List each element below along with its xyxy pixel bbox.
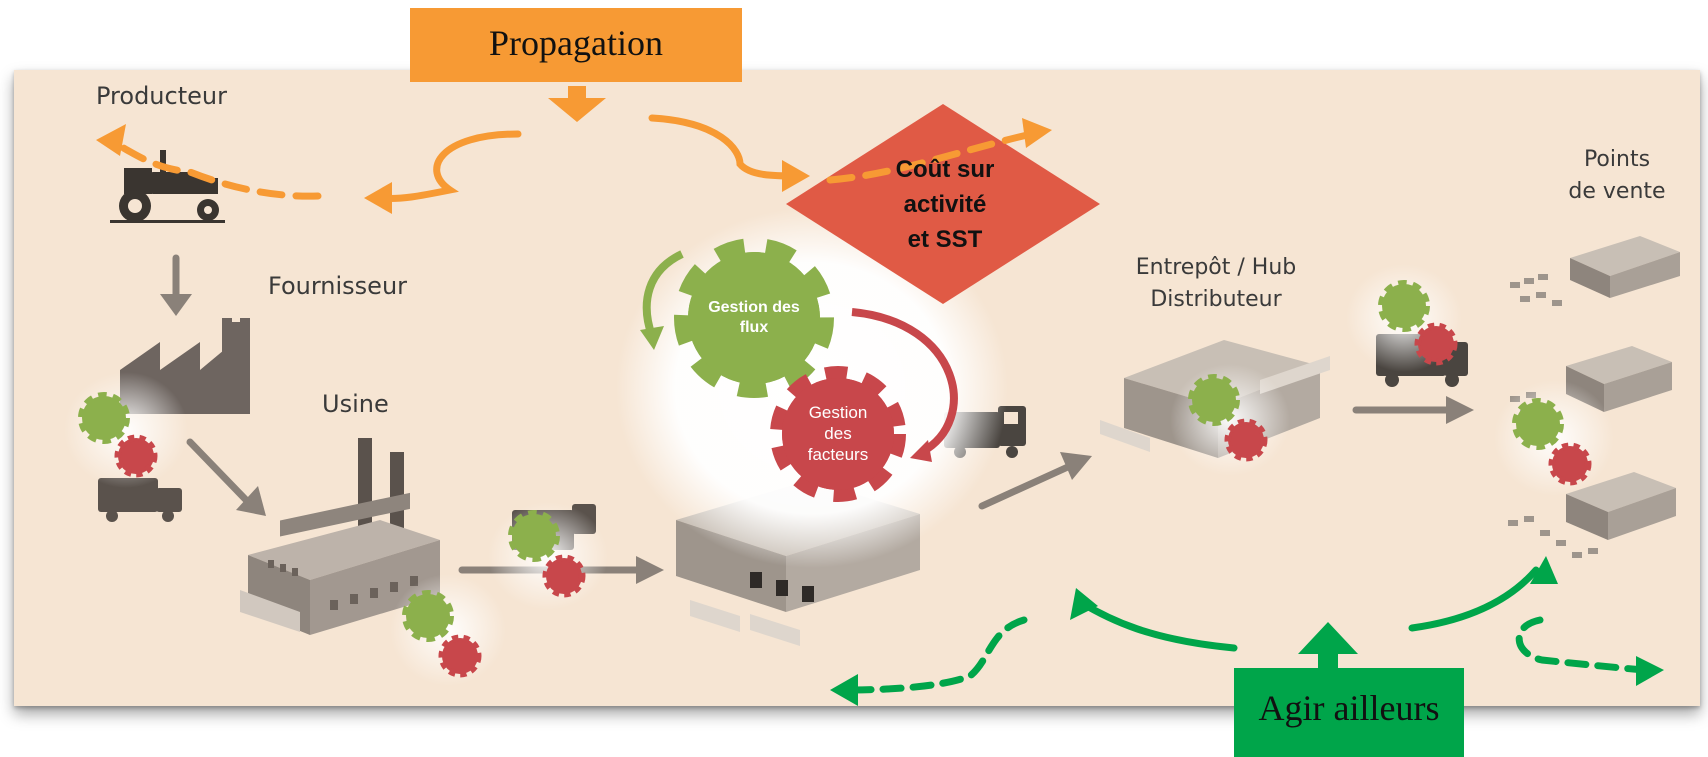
label-points-line1: Points xyxy=(1583,147,1651,172)
small-gears-points xyxy=(1512,398,1592,486)
agir-up-arrow xyxy=(1298,622,1358,672)
propagation-arrowheads xyxy=(96,86,1052,214)
propagation-down-arrow xyxy=(548,86,606,122)
label-entrepot-line2: Distributeur xyxy=(1150,287,1282,312)
gear-flux-line2: flux xyxy=(739,319,769,336)
agir-ailleurs-callout: Agir ailleurs xyxy=(1234,668,1464,757)
cost-label: Coût sur activité et SST xyxy=(870,152,1020,257)
cost-line2: activité xyxy=(903,191,987,218)
gear-facteurs-line1: Gestion xyxy=(808,403,868,422)
arrow-center-to-entrepot xyxy=(978,462,1074,510)
truck-icon-left xyxy=(98,478,182,522)
green-cycle-arrow xyxy=(642,250,684,338)
agir-arrow-right xyxy=(1408,566,1540,632)
gear-facteurs-line2: des xyxy=(824,424,852,443)
label-entrepot-line1: Entrepôt / Hub xyxy=(1135,255,1297,280)
agir-arrow-dashed-right xyxy=(1515,616,1648,674)
small-gears-hub-transport xyxy=(1378,280,1458,366)
label-points-de-vente: Points de vente xyxy=(1552,144,1682,208)
red-cycle-arrow xyxy=(851,308,958,456)
arrow-head-down xyxy=(160,294,192,316)
store-icon-bottom xyxy=(1566,472,1676,540)
arrow-head-entrepot xyxy=(1060,452,1092,480)
small-gears-fournisseur xyxy=(78,392,158,478)
propagation-arrow-right xyxy=(648,114,802,180)
label-fournisseur: Fournisseur xyxy=(268,272,408,300)
gear-facteurs-label: Gestion des facteurs xyxy=(786,402,890,465)
agir-arrow-left xyxy=(1076,598,1238,652)
propagation-arrow-left xyxy=(376,130,522,202)
gear-flux-label: Gestion des flux xyxy=(690,298,818,338)
small-gears-hub xyxy=(1188,374,1268,462)
factory-icon xyxy=(240,438,440,635)
arrow-head-points xyxy=(1446,396,1474,424)
label-producteur: Producteur xyxy=(96,82,227,110)
agir-arrow-dashed-left xyxy=(842,616,1028,694)
gear-facteurs-line3: facteurs xyxy=(807,445,869,464)
cost-line3: et SST xyxy=(907,226,983,253)
flow-arrows xyxy=(160,254,1474,584)
propagation-arrow-dashed-left xyxy=(108,138,322,200)
small-gears-usine xyxy=(402,590,482,678)
cost-diamond-shape xyxy=(786,104,1100,304)
green-cycle-arrowhead xyxy=(640,326,664,350)
arrow-head-center xyxy=(636,556,664,584)
cost-line1: Coût sur xyxy=(895,156,995,183)
tractor-icon xyxy=(110,150,225,223)
agir-arrowheads xyxy=(830,556,1664,706)
big-gear-flux xyxy=(674,238,834,398)
arrow-head-usine xyxy=(236,486,266,516)
red-cycle-arrowhead xyxy=(910,440,932,462)
store-icon-top xyxy=(1570,236,1680,298)
label-entrepot: Entrepôt / Hub Distributeur xyxy=(1100,252,1332,316)
label-usine: Usine xyxy=(322,390,389,418)
propagation-callout: Propagation xyxy=(410,8,742,82)
propagation-arrows xyxy=(108,114,1044,202)
propagation-arrow-dashed-right xyxy=(826,128,1044,184)
gear-flux-line1: Gestion des xyxy=(708,299,800,316)
small-gears-usine-transport xyxy=(508,510,586,598)
label-points-line2: de vente xyxy=(1568,179,1666,204)
arrow-fournisseur-to-usine xyxy=(186,438,252,506)
big-gear-facteurs xyxy=(770,366,906,502)
